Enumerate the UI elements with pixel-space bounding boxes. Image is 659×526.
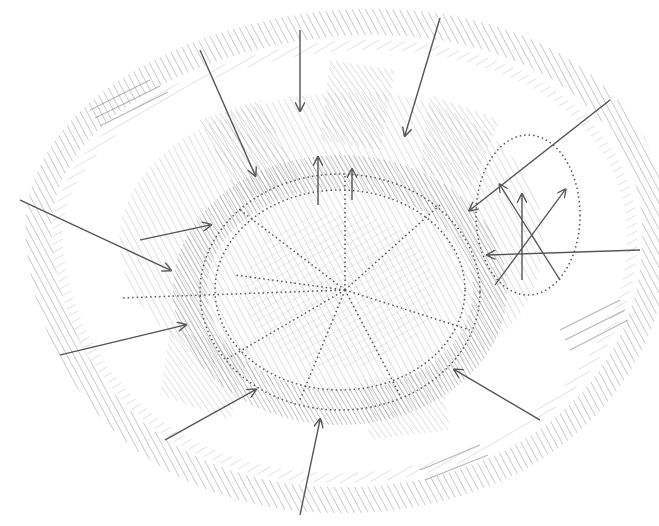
sketch-drawing (0, 0, 659, 526)
sketch-canvas (0, 0, 659, 526)
